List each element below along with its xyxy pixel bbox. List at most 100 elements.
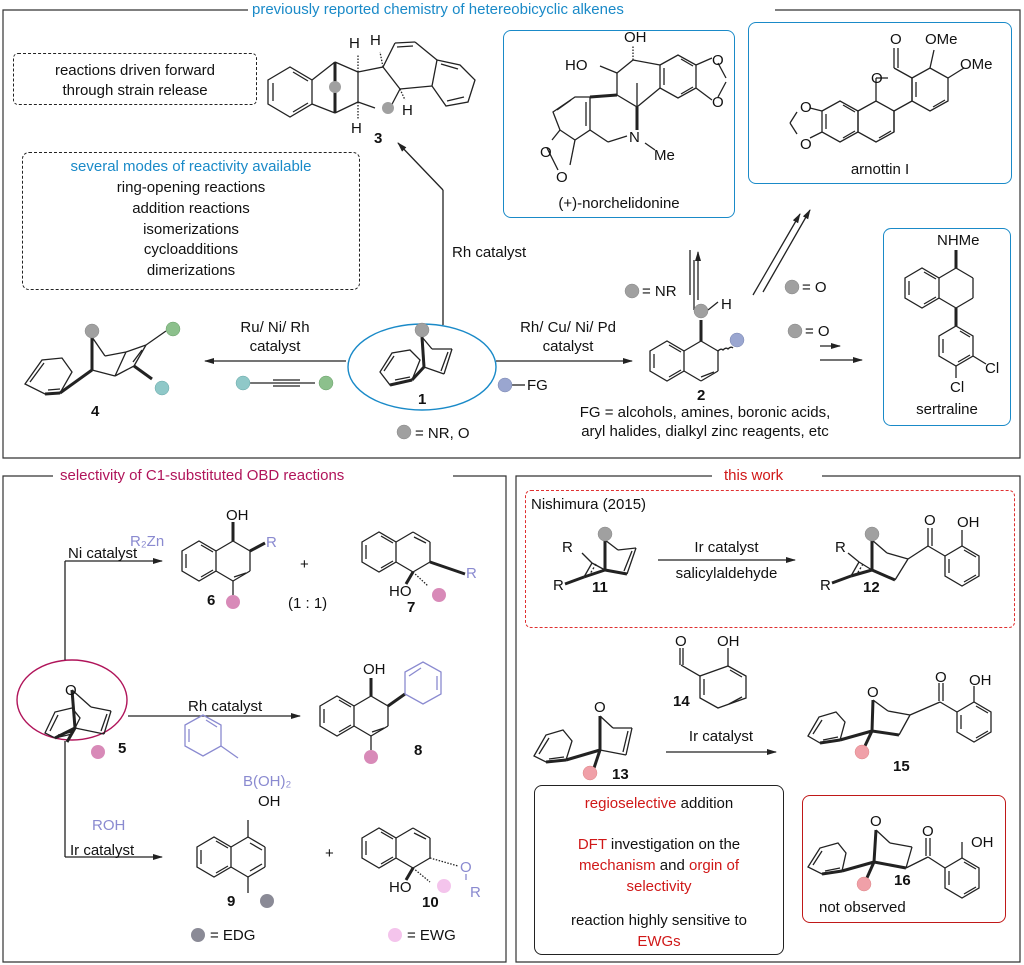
substituent-dots-left [91,588,451,942]
atom-label: O [556,169,568,186]
ewg-legend: = EWG [407,927,456,944]
highlight-text: mechanism [578,857,656,874]
atom-label: R [553,577,564,594]
nishimura-box: Nishimura (2015) [525,490,1015,628]
atom-label: O [871,70,883,87]
o-condition-label: = O [802,279,827,296]
nr-condition-label: = NR [642,283,677,300]
r2zn-reagent: R₂Zn [130,533,165,550]
catalyst-label: catalyst [249,338,301,355]
atom-label: O [935,669,947,686]
compound-1-label: 1 [418,391,427,408]
product-ratio: (1 : 1) [288,595,328,612]
ni-catalyst-label: Ni catalyst [68,545,138,562]
h-label: H [370,32,381,49]
atom-label: O [870,813,882,830]
rh-cu-ni-pd-label: Rh/ Cu/ Ni/ Pd [520,319,616,336]
atom-label: OH [969,672,992,689]
atom-label: OH [957,514,980,531]
atom-label: O [675,633,687,650]
plain-text: and [655,857,690,874]
atom-label: Cl [985,360,1000,377]
compound-13-label: 13 [612,766,629,783]
summary-line-5: reaction highly sensitive to [571,912,747,929]
atom-label: N [629,129,640,146]
compound-8-structure [319,678,406,750]
atom-label: OMe [925,31,958,48]
nishimura-title: Nishimura (2015) [531,496,647,513]
arnottin-name: arnottin I [850,161,910,178]
rh-catalyst-label: Rh catalyst [452,244,527,261]
compound-4-label: 4 [91,403,100,420]
atom-label: OH [363,661,386,678]
mode-item: dimerizations [146,262,236,279]
mode-item: addition reactions [132,200,250,217]
o-condition-label: = O [805,323,830,340]
ir-catalyst-label: Ir catalyst [694,539,759,556]
mode-item: isomerizations [143,221,239,238]
norchelidonine-structure [546,46,727,171]
summary-line-6: EWGs [637,933,681,950]
norchelidonine-box [503,30,735,218]
h-label: H [351,120,362,137]
compound-2-structure [649,301,734,382]
atom-label: OH [717,633,740,650]
compound-6-label: 6 [207,592,216,609]
compound-4-structure [24,330,167,396]
compound-3-label: 3 [374,130,383,147]
highlight-text: regioselective [584,795,677,812]
compound-16-label: 16 [894,872,911,889]
atom-label: O [924,512,936,529]
summary-line-2: DFT investigation on the [535,837,783,852]
atom-label: NHMe [937,232,980,249]
atom-label: O [800,99,812,116]
compound-16-structure [807,829,980,899]
atom-label: Cl [950,379,965,396]
compound-5-label: 5 [118,740,127,757]
h-label: H [402,102,413,119]
atom-label: O [867,684,879,701]
atom-label: O [800,136,812,153]
not-observed-label: not observed [819,899,906,916]
compound-9-label: 9 [227,893,236,910]
compound-15-structure [807,683,992,749]
catalyst-label: catalyst [542,338,594,355]
atom-label: Me [654,147,675,164]
mode-item: ring-opening reactions [116,179,266,196]
fg-note-line-1: FG = alcohols, amines, boronic acids, [579,404,831,421]
atom-label: HO [389,879,412,896]
atom-label: OH [624,29,647,46]
atom-label: OH [226,507,249,524]
compound-11-label: 11 [592,579,608,596]
right-panel-title: this work [724,467,784,484]
atom-label: OH [258,793,281,810]
compound-10-structure [361,827,459,883]
rh-catalyst-label: Rh catalyst [188,698,263,715]
boronic-acid-label: B(OH)₂ [243,773,292,790]
modes-heading: several modes of reactivity available [70,158,312,175]
ir-catalyst-label: Ir catalyst [70,842,135,859]
summary-line-1: regioselective addition [535,796,783,811]
compound-1-structure [379,336,453,387]
compound-6-structure [181,522,266,595]
compound-13-structure [533,715,633,769]
compound-14-label: 14 [673,693,690,710]
compound-7-label: 7 [407,599,416,616]
fg-reagent-label: FG [527,377,548,394]
substituent-dots-top [84,81,803,440]
h-label: H [721,296,732,313]
not-observed-box [802,795,1006,923]
atom-label: O [890,31,902,48]
mode-item: cycloadditions [143,241,239,258]
atom-label: O [460,859,472,876]
compound-7-structure [361,531,466,587]
summary-line-4: selectivity [626,878,692,895]
atom-label: HO [565,57,588,74]
ir-catalyst-label: Ir catalyst [688,728,754,745]
phenyl-groups [184,661,442,759]
compound-12-label: 12 [863,579,880,596]
